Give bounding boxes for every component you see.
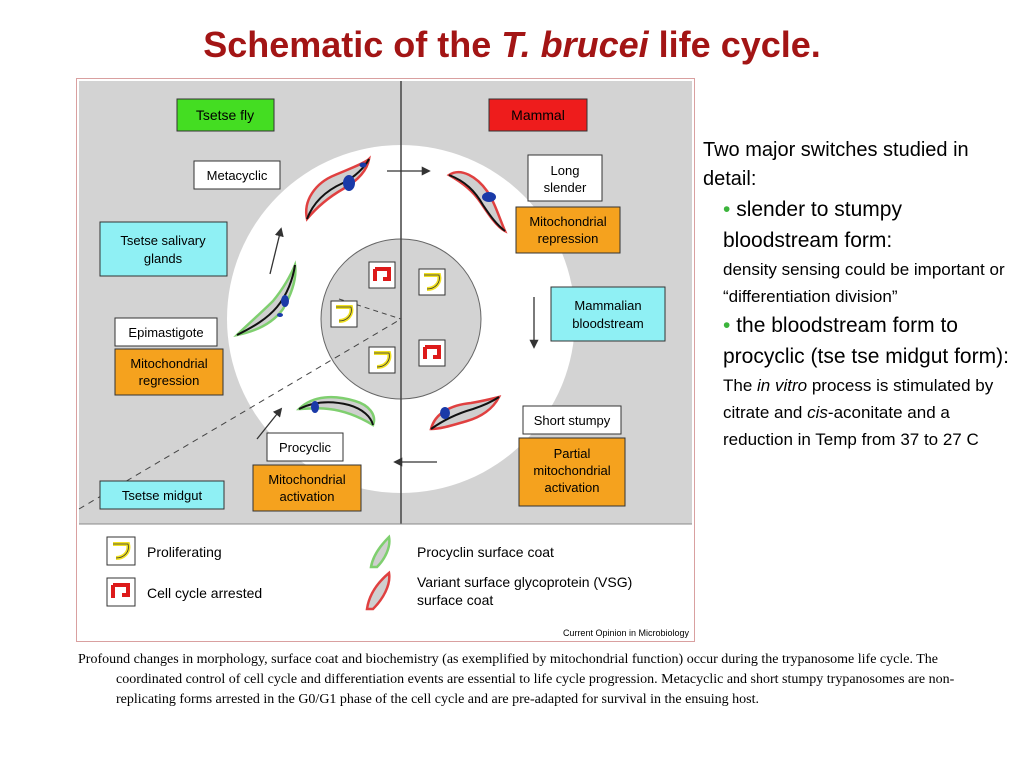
epimastigote-box: [114, 317, 218, 347]
short-stumpy-cell: [429, 395, 502, 431]
long-slender-line1: Long: [551, 163, 580, 178]
epimastigote-label: Epimastigote: [128, 325, 203, 340]
mito-repression-box: [515, 206, 621, 254]
short-stumpy-box: [522, 405, 622, 435]
mito-regression-line2: regression: [139, 373, 200, 388]
bloodstream-line1: Mammalian: [574, 298, 641, 313]
life-cycle-diagram: Tsetse fly Mammal Metacyclic Long slende…: [78, 81, 692, 638]
salivary-line1: Tsetse salivary: [120, 233, 206, 248]
bullet-dot: •: [723, 198, 731, 221]
title-species: T. brucei: [501, 24, 649, 65]
long-slender-line2: slender: [544, 180, 587, 195]
figure-credit: Current Opinion in Microbiology: [563, 628, 690, 638]
proliferating-icon-left: [330, 300, 358, 328]
legend-procyclin: Procyclin surface coat: [369, 534, 554, 569]
legend-vsg: Variant surface glycoprotein (VSG) surfa…: [365, 570, 632, 611]
mito-partial-box: [518, 437, 626, 507]
bloodstream-box: [550, 286, 666, 342]
mito-activation-line1: Mitochondrial: [268, 472, 345, 487]
legend-arrested: Cell cycle arrested: [106, 577, 262, 607]
bloodstream-line2: bloodstream: [572, 316, 644, 331]
tsetse-fly-box: [176, 98, 275, 132]
long-slender-box: [527, 154, 603, 202]
bullet-2-cis: cis: [807, 403, 828, 422]
arrow-epimastigote-to-metacyclic: [269, 227, 284, 275]
legend-vsg-line1: Variant surface glycoprotein (VSG): [417, 574, 632, 590]
legend-vsg-line2: surface coat: [417, 592, 493, 608]
short-stumpy-label: Short stumpy: [534, 413, 611, 428]
figure-caption: Profound changes in morphology, surface …: [78, 652, 955, 707]
midgut-box: [99, 480, 225, 510]
side-bullet-1: • slender to stumpy bloodstream form: de…: [723, 194, 1013, 310]
midgut-divider: [78, 318, 402, 510]
mito-regression-box: [114, 348, 224, 396]
metacyclic-cell: [304, 155, 371, 222]
legend-proliferating-label: Proliferating: [147, 544, 222, 560]
midgut-label: Tsetse midgut: [122, 488, 203, 503]
long-slender-cell: [446, 170, 508, 234]
salivary-line2: glands: [144, 251, 183, 266]
side-notes: Two major switches studied in detail: • …: [703, 136, 1013, 453]
page-title: Schematic of the T. brucei life cycle.: [0, 24, 1024, 66]
life-cycle-figure: Tsetse fly Mammal Metacyclic Long slende…: [76, 78, 695, 642]
mammal-box: [488, 98, 588, 132]
salivary-box: [99, 221, 228, 277]
procyclic-cell: [295, 395, 376, 427]
bullet-2-invitro: in vitro: [757, 376, 808, 395]
proliferating-icon-bottom: [368, 346, 396, 374]
bullet-1-body: density sensing could be important or “d…: [723, 260, 1005, 306]
mito-activation-line2: activation: [280, 489, 335, 504]
epimastigote-cell: [233, 260, 297, 338]
mammal-label: Mammal: [511, 107, 565, 123]
arrow-procyclic-to-epimastigote: [256, 407, 283, 440]
legend-procyclin-label: Procyclin surface coat: [417, 544, 554, 560]
arrested-icon-top: [368, 261, 396, 289]
mito-partial-line3: activation: [545, 480, 600, 495]
bullet-1-head: slender to stumpy bloodstream form:: [723, 198, 902, 252]
procyclic-label: Procyclic: [279, 440, 332, 455]
legend-proliferating: Proliferating: [106, 536, 222, 566]
bullet-2-mid: process is stimulated by citrate and: [723, 376, 994, 422]
metacyclic-label: Metacyclic: [207, 168, 268, 183]
title-suffix: life cycle.: [658, 24, 821, 65]
bullet-2-tail: -aconitate and a reduction in Temp from …: [723, 403, 979, 449]
legend-arrested-label: Cell cycle arrested: [147, 585, 262, 601]
side-bullet-2: • the bloodstream form to procyclic (tse…: [723, 310, 1013, 453]
mito-partial-line1: Partial: [554, 446, 591, 461]
side-lead: Two major switches studied in detail:: [703, 139, 969, 190]
mito-activation-box: [252, 464, 362, 512]
bullet-dot: •: [723, 314, 731, 337]
metacyclic-box: [193, 160, 281, 190]
mito-repression-line2: repression: [538, 231, 599, 246]
bullet-2-head: the bloodstream form to procyclic (tse t…: [723, 314, 1009, 368]
proliferating-icon-top: [418, 268, 446, 296]
procyclic-box: [266, 432, 344, 462]
title-prefix: Schematic of the: [203, 24, 492, 65]
mito-repression-line1: Mitochondrial: [529, 214, 606, 229]
arrested-icon-right: [418, 339, 446, 367]
mito-partial-line2: mitochondrial: [533, 463, 610, 478]
tsetse-fly-label: Tsetse fly: [196, 107, 254, 123]
bullet-2-the: The: [723, 376, 753, 395]
mito-regression-line1: Mitochondrial: [130, 356, 207, 371]
